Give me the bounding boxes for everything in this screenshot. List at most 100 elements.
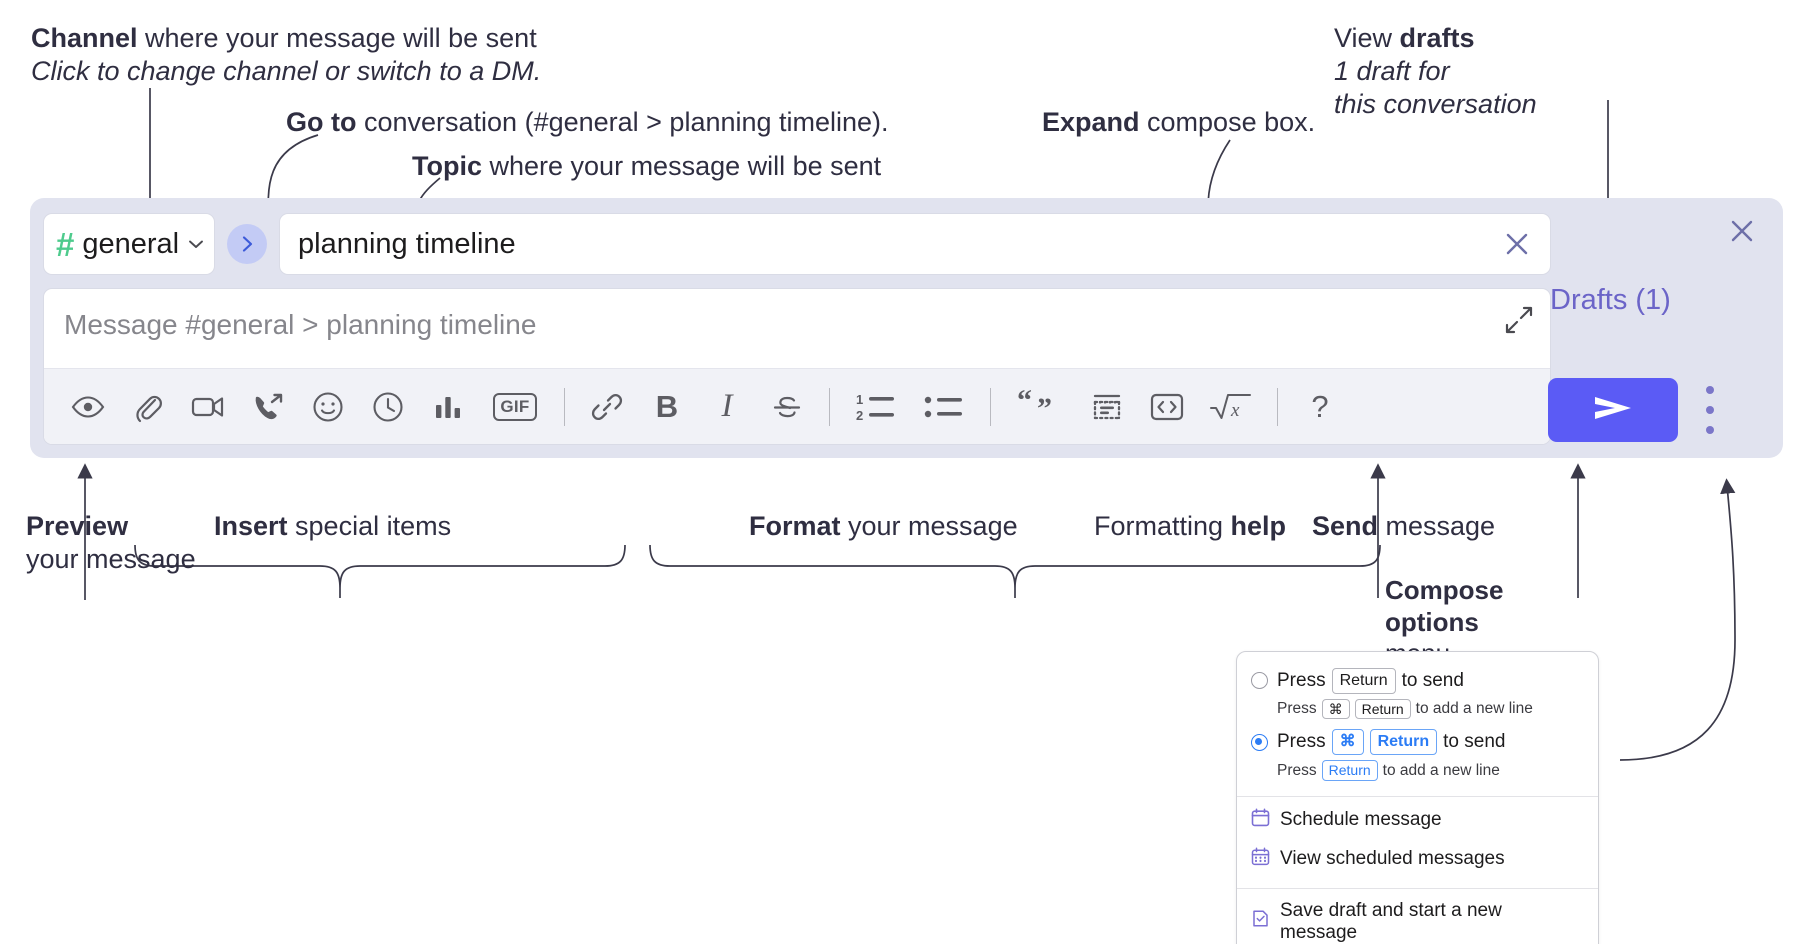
message-input-area[interactable]: Message #general > planning timeline: [43, 288, 1551, 445]
menu-item-save-draft[interactable]: Save draft and start a new message: [1237, 893, 1598, 944]
video-camera-icon[interactable]: [188, 387, 228, 427]
compose-right-rail: Drafts (1): [1538, 198, 1783, 458]
menu-divider: [1237, 887, 1598, 889]
annotation-channel-bold: Channel: [31, 23, 138, 53]
new-line-text: to add a new line: [1382, 761, 1500, 779]
menu-item-view-scheduled[interactable]: View scheduled messages: [1237, 840, 1598, 879]
bulleted-list-icon[interactable]: [920, 387, 968, 427]
radio-button-selected[interactable]: [1251, 733, 1268, 751]
annotation-compose-bold2: options: [1385, 606, 1479, 637]
svg-text:2: 2: [856, 408, 863, 423]
annotation-compose-bold1: Compose: [1385, 575, 1504, 605]
hash-icon: #: [56, 225, 75, 263]
annotation-drafts-bold: drafts: [1399, 23, 1475, 53]
bold-icon[interactable]: B: [647, 387, 687, 427]
bold-label: B: [655, 388, 679, 424]
topic-input[interactable]: planning timeline: [279, 213, 1551, 275]
expand-diagonal-icon[interactable]: [1504, 305, 1534, 335]
new-line-text: to add a new line: [1415, 700, 1533, 718]
more-options-icon[interactable]: [1696, 386, 1724, 434]
topic-value: planning timeline: [298, 227, 516, 260]
annotation-topic-rest: where your message will be sent: [482, 151, 882, 181]
send-paper-plane-icon: [1589, 391, 1637, 430]
annotation-expand: Expand compose box.: [1042, 106, 1315, 139]
channel-name: general: [82, 227, 180, 260]
annotation-expand-rest: compose box.: [1139, 107, 1316, 137]
gif-icon[interactable]: GIF: [488, 387, 542, 427]
annotation-goto-rest: conversation (#general > planning timeli…: [356, 107, 889, 137]
send-button[interactable]: [1548, 378, 1678, 442]
annotation-goto-bold: Go to: [286, 107, 357, 137]
emoji-smiley-icon[interactable]: [308, 387, 348, 427]
kebab-dot: [1706, 426, 1714, 434]
phone-arrow-icon[interactable]: [248, 387, 288, 427]
code-block-icon[interactable]: [1087, 387, 1127, 427]
save-draft-icon: [1251, 909, 1270, 934]
latex-sqrt-icon[interactable]: x: [1207, 387, 1255, 427]
toolbar-divider: [990, 387, 991, 426]
annotation-drafts-plain: View: [1334, 23, 1400, 53]
key-command: ⌘: [1331, 729, 1364, 756]
toolbar-divider: [1277, 387, 1278, 426]
press-text: Press: [1277, 761, 1317, 779]
key-return: Return: [1354, 698, 1411, 720]
send-option-cmd-return-sub: Press Return to add a new line: [1237, 759, 1598, 787]
annotation-topic: Topic where your message will be sent: [412, 150, 881, 183]
channel-selector[interactable]: # general: [43, 213, 215, 275]
annotation-expand-bold: Expand: [1042, 107, 1140, 137]
annotation-preview-bold: Preview: [26, 511, 129, 541]
clock-icon[interactable]: [368, 387, 408, 427]
close-icon[interactable]: [1725, 214, 1759, 248]
key-return: Return: [1321, 760, 1378, 781]
annotation-topic-bold: Topic: [412, 151, 482, 181]
goto-conversation-button[interactable]: [227, 224, 267, 264]
poll-bar-chart-icon[interactable]: [428, 387, 468, 427]
italic-icon[interactable]: I: [707, 387, 747, 427]
menu-item-label: Schedule message: [1280, 809, 1442, 831]
annotation-send-rest: message: [1378, 511, 1496, 541]
link-icon[interactable]: [587, 387, 627, 427]
svg-text:1: 1: [856, 392, 863, 407]
key-return: Return: [1331, 668, 1396, 694]
svg-text:“: “: [1017, 390, 1032, 417]
press-text: Press: [1277, 731, 1326, 753]
formatting-toolbar: GIF B I: [44, 368, 1550, 444]
help-question-icon[interactable]: ?: [1300, 387, 1340, 427]
menu-item-schedule-message[interactable]: Schedule message: [1237, 801, 1598, 840]
ordered-list-icon[interactable]: 1 2: [852, 387, 900, 427]
attachment-paperclip-icon[interactable]: [128, 387, 168, 427]
compose-options-menu: Press Return to send Press ⌘ Return to a…: [1236, 651, 1599, 944]
blockquote-icon[interactable]: “ ”: [1013, 387, 1067, 427]
message-placeholder: Message #general > planning timeline: [64, 309, 537, 340]
drafts-link[interactable]: Drafts (1): [1550, 284, 1671, 316]
strikethrough-icon[interactable]: [767, 387, 807, 427]
send-option-cmd-return[interactable]: Press ⌘ Return to send: [1237, 725, 1598, 759]
annotation-help-bold: help: [1230, 511, 1287, 541]
send-option-return[interactable]: Press Return to send: [1237, 664, 1598, 698]
compose-header-row: # general planning timeline: [43, 212, 1551, 276]
press-text: Press: [1277, 700, 1317, 718]
annotation-drafts: View drafts 1 draft for this conversatio…: [1334, 22, 1537, 121]
annotation-preview-line2: your message: [26, 543, 196, 574]
code-inline-icon[interactable]: [1147, 387, 1187, 427]
annotation-channel-italic: Click to change channel or switch to a D…: [31, 55, 542, 86]
radio-button-unselected[interactable]: [1251, 672, 1268, 690]
annotation-drafts-italic1: 1 draft for: [1334, 55, 1450, 86]
annotation-channel: Channel where your message will be sent …: [31, 22, 541, 88]
key-command: ⌘: [1321, 698, 1350, 720]
preview-icon[interactable]: [68, 387, 108, 427]
annotation-send-bold: Send: [1312, 511, 1379, 541]
annotation-drafts-italic2: this conversation: [1334, 88, 1537, 119]
annotation-goto: Go to conversation (#general > planning …: [286, 106, 889, 139]
kebab-dot: [1706, 406, 1714, 414]
annotation-send: Send message: [1312, 510, 1495, 543]
key-return: Return: [1369, 729, 1438, 756]
toolbar-divider: [829, 387, 830, 426]
svg-text:”: ”: [1037, 392, 1052, 424]
kebab-dot: [1706, 386, 1714, 394]
toolbar-divider: [564, 387, 565, 426]
calendar-grid-icon: [1251, 847, 1270, 872]
to-send-text: to send: [1401, 669, 1464, 691]
annotation-channel-rest: where your message will be sent: [137, 23, 537, 53]
close-icon[interactable]: [1500, 227, 1534, 261]
